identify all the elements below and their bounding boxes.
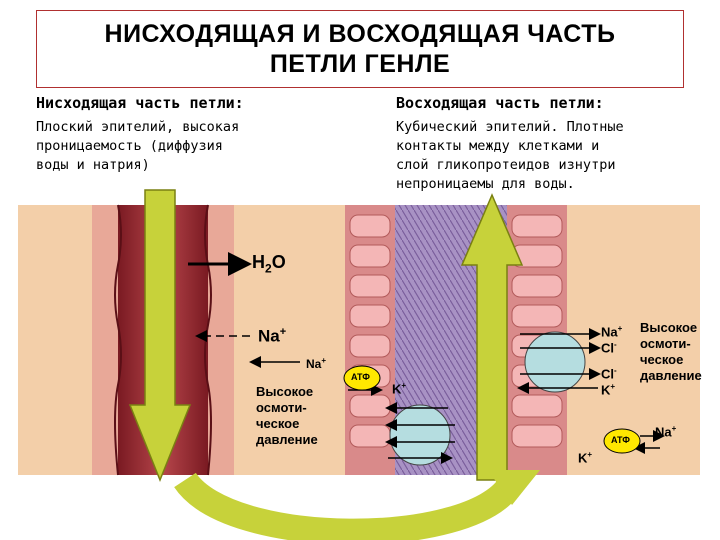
ascending-limb [345,205,567,475]
descending-flow-arrow [128,189,192,483]
ascending-description: Кубический эпителий. Плотные контакты ме… [396,119,624,192]
atf-pump-left [343,365,381,391]
atf-label-left: АТФ [351,372,370,382]
title-box: НИСХОДЯЩАЯ И ВОСХОДЯЩАЯ ЧАСТЬ ПЕТЛИ ГЕНЛ… [36,10,684,88]
ascending-flow-arrow [460,193,524,481]
cl-label-lower: Cl- [601,366,617,382]
na-label-right: Na+ [601,324,623,340]
k-label-bottom: K+ [578,450,593,466]
atf-label-right: АТФ [611,435,630,445]
title-line-2: ПЕТЛИ ГЕНЛЕ [269,50,451,78]
transport-cell-left [389,404,451,466]
title-line-1: НИСХОДЯЩАЯ И ВОСХОДЯЩАЯ ЧАСТЬ [104,20,616,48]
cl-label-upper: Cl- [601,340,617,356]
k-label-left: K+ [392,381,407,397]
transport-cell-right [524,331,586,393]
loop-turn-arrowhead [488,470,540,505]
h2o-label: H2O [252,252,286,276]
na-label-lower-right: Na+ [655,424,677,440]
na-label-left: Na+ [258,326,287,346]
k-label-right: K+ [601,382,616,398]
descending-heading: Нисходящая часть петли: [36,94,244,112]
descending-description: Плоский эпителий, высокая проницаемость … [36,119,240,173]
atf-pump-right [603,428,641,454]
loop-turn-arrow [174,471,521,540]
ascending-heading: Восходящая часть петли: [396,94,604,112]
high-osmotic-pressure-right: Высокое осмоти- ческое давление [640,320,702,383]
high-osmotic-pressure-left: Высокое осмоти- ческое давление [256,384,318,447]
na-label-small: Na+ [306,356,327,371]
